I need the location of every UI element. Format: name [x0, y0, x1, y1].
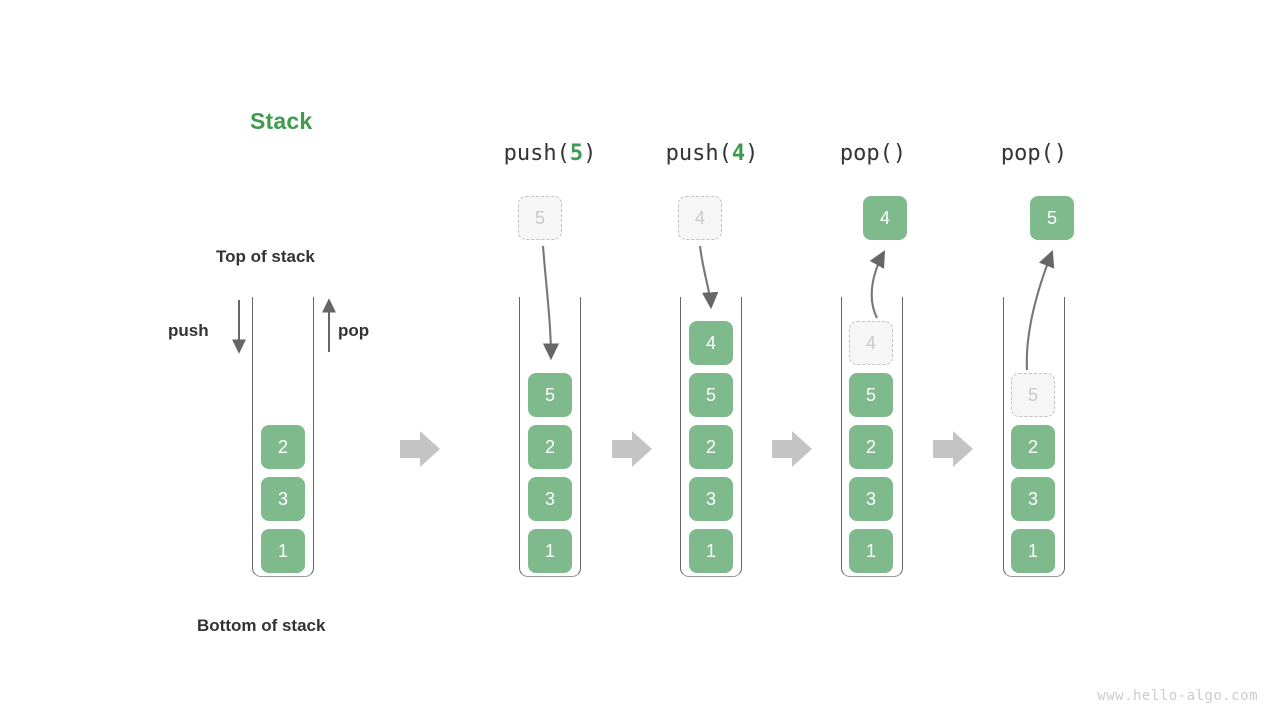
pop-label: pop	[338, 321, 370, 340]
stack-block: 3	[528, 477, 572, 521]
stack-block: 1	[261, 529, 305, 573]
caption-pop-1: pop()	[793, 141, 953, 166]
caption-suffix: )	[745, 141, 759, 166]
incoming-block-ghost: 5	[518, 196, 562, 240]
stack-container-push-5	[519, 297, 581, 577]
stack-block: 3	[849, 477, 893, 521]
watermark: www.hello-algo.com	[1097, 688, 1258, 704]
popped-block: 5	[1030, 196, 1074, 240]
popped-block: 4	[863, 196, 907, 240]
stack-container-initial	[252, 297, 314, 577]
caption-arg: 5	[569, 141, 584, 166]
caption-text: push(	[503, 141, 570, 166]
stack-block: 5	[528, 373, 572, 417]
connector-arrow-icon	[933, 431, 973, 467]
stack-block: 1	[528, 529, 572, 573]
caption-push-5: push(5)	[470, 141, 630, 166]
push-label: push	[168, 321, 209, 340]
stack-block: 5	[849, 373, 893, 417]
stack-block: 2	[849, 425, 893, 469]
caption-arg: 4	[731, 141, 746, 166]
stack-container-pop-2	[1003, 297, 1065, 577]
stack-block: 4	[689, 321, 733, 365]
stack-block-ghost: 4	[849, 321, 893, 365]
stack-block: 3	[261, 477, 305, 521]
stack-container-pop-1	[841, 297, 903, 577]
stack-block: 3	[1011, 477, 1055, 521]
page-title: Stack	[250, 108, 313, 134]
stack-block: 3	[689, 477, 733, 521]
stack-block-ghost: 5	[1011, 373, 1055, 417]
caption-text: push(	[665, 141, 732, 166]
top-of-stack-label: Top of stack	[216, 247, 315, 266]
stack-block: 2	[689, 425, 733, 469]
stack-block: 1	[1011, 529, 1055, 573]
connector-arrow-icon	[400, 431, 440, 467]
stack-block: 1	[849, 529, 893, 573]
connector-arrow-icon	[612, 431, 652, 467]
caption-text: pop()	[839, 141, 907, 166]
stack-block: 1	[689, 529, 733, 573]
stack-block: 2	[1011, 425, 1055, 469]
caption-pop-2: pop()	[954, 141, 1114, 166]
caption-push-4: push(4)	[632, 141, 792, 166]
stack-block: 5	[689, 373, 733, 417]
stack-container-push-4	[680, 297, 742, 577]
connector-arrow-icon	[772, 431, 812, 467]
incoming-block-ghost: 4	[678, 196, 722, 240]
caption-text: pop()	[1000, 141, 1068, 166]
bottom-of-stack-label: Bottom of stack	[197, 616, 326, 635]
stack-block: 2	[528, 425, 572, 469]
stack-block: 2	[261, 425, 305, 469]
caption-suffix: )	[583, 141, 597, 166]
